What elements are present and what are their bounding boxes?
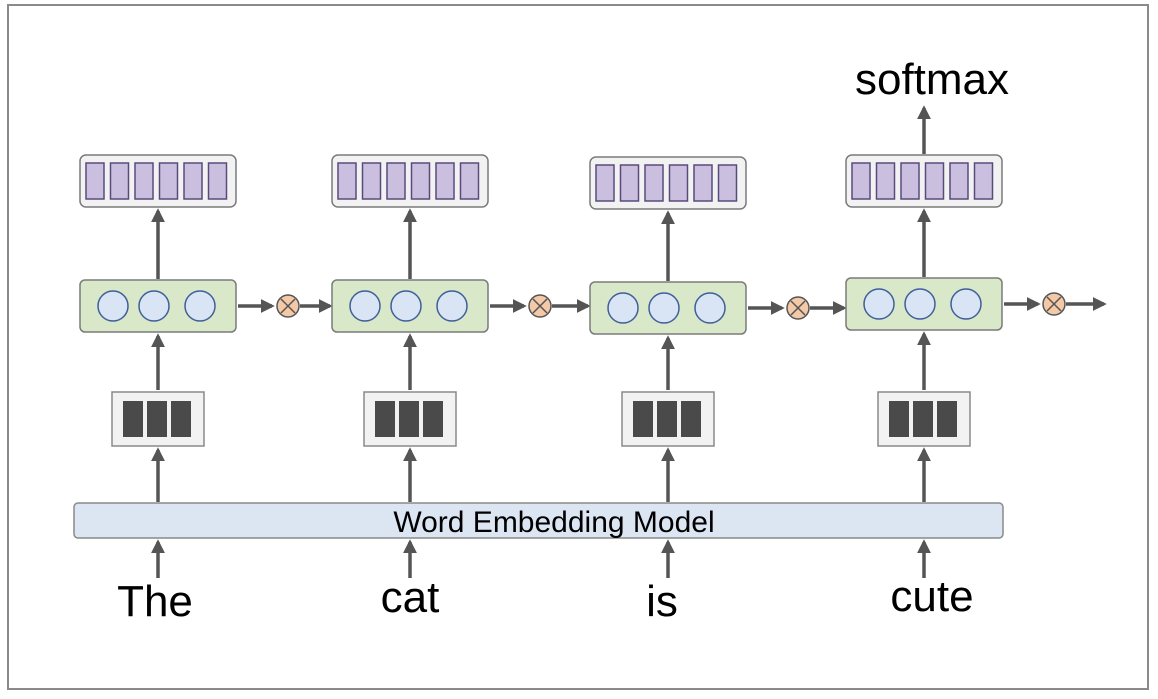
word-vector-cell-2-2	[399, 401, 419, 437]
output-cell-1-6	[207, 162, 228, 200]
word-vector-cell-4-2	[913, 401, 933, 437]
output-cell-4-4	[924, 162, 945, 200]
word-vector-cell-2-3	[423, 401, 443, 437]
output-cell-3-5	[693, 164, 713, 202]
hidden-unit-4-1	[863, 288, 895, 320]
word-vector-cell-4-1	[889, 401, 909, 437]
output-cell-2-5	[435, 162, 455, 200]
output-cell-2-6	[459, 162, 480, 200]
hidden-unit-2-1	[349, 290, 381, 322]
hidden-unit-1-3	[184, 290, 216, 322]
gate-x-stroke-b-2	[532, 298, 548, 314]
word-vector-cell-1-2	[147, 401, 167, 437]
word-vector-cell-1-3	[171, 401, 191, 437]
output-cell-3-1	[595, 164, 615, 202]
output-cell-3-3	[644, 164, 664, 202]
output-cell-3-4	[668, 164, 689, 202]
word-cute: cute	[890, 572, 973, 621]
timestep-columns	[79, 105, 1107, 578]
hidden-unit-2-2	[390, 290, 422, 322]
hidden-unit-4-3	[950, 288, 982, 320]
gate-x-stroke-b-4	[1046, 296, 1062, 312]
output-cell-1-2	[109, 162, 130, 200]
word-vector-cell-3-3	[681, 401, 701, 437]
gate-x-stroke-b-3	[790, 300, 806, 316]
softmax-label: softmax	[855, 55, 1009, 104]
output-cell-3-6	[717, 164, 738, 202]
output-cell-1-3	[134, 162, 154, 200]
word-vector-cell-2-1	[375, 401, 395, 437]
gate-x-stroke-b-1	[280, 298, 296, 314]
hidden-unit-3-3	[694, 292, 726, 324]
output-cell-4-2	[875, 162, 896, 200]
output-cell-4-3	[900, 162, 920, 200]
hidden-unit-1-1	[97, 290, 129, 322]
embedding-model-label: Word Embedding Model	[393, 506, 714, 539]
output-cell-3-2	[619, 164, 640, 202]
output-cell-4-5	[949, 162, 969, 200]
embedding-model-box	[73, 502, 1004, 539]
word-is: is	[646, 577, 678, 626]
word-vector-cell-4-3	[937, 401, 957, 437]
output-cell-2-4	[410, 162, 431, 200]
output-cell-2-1	[337, 162, 357, 200]
output-cell-1-5	[183, 162, 203, 200]
hidden-unit-1-2	[138, 290, 170, 322]
hidden-unit-2-3	[436, 290, 468, 322]
hidden-unit-4-2	[904, 288, 936, 320]
word-vector-cell-3-2	[657, 401, 677, 437]
diagram-frame	[7, 4, 1149, 690]
word-vector-cell-1-1	[123, 401, 143, 437]
word-cat: cat	[381, 573, 440, 622]
output-cell-4-1	[851, 162, 871, 200]
output-cell-4-6	[973, 162, 994, 200]
output-cell-1-1	[85, 162, 105, 200]
output-cell-2-2	[361, 162, 382, 200]
word-vector-cell-3-1	[633, 401, 653, 437]
hidden-unit-3-1	[607, 292, 639, 324]
hidden-unit-3-2	[648, 292, 680, 324]
output-cell-2-3	[386, 162, 406, 200]
output-cell-1-4	[158, 162, 179, 200]
word-the: The	[117, 577, 193, 626]
